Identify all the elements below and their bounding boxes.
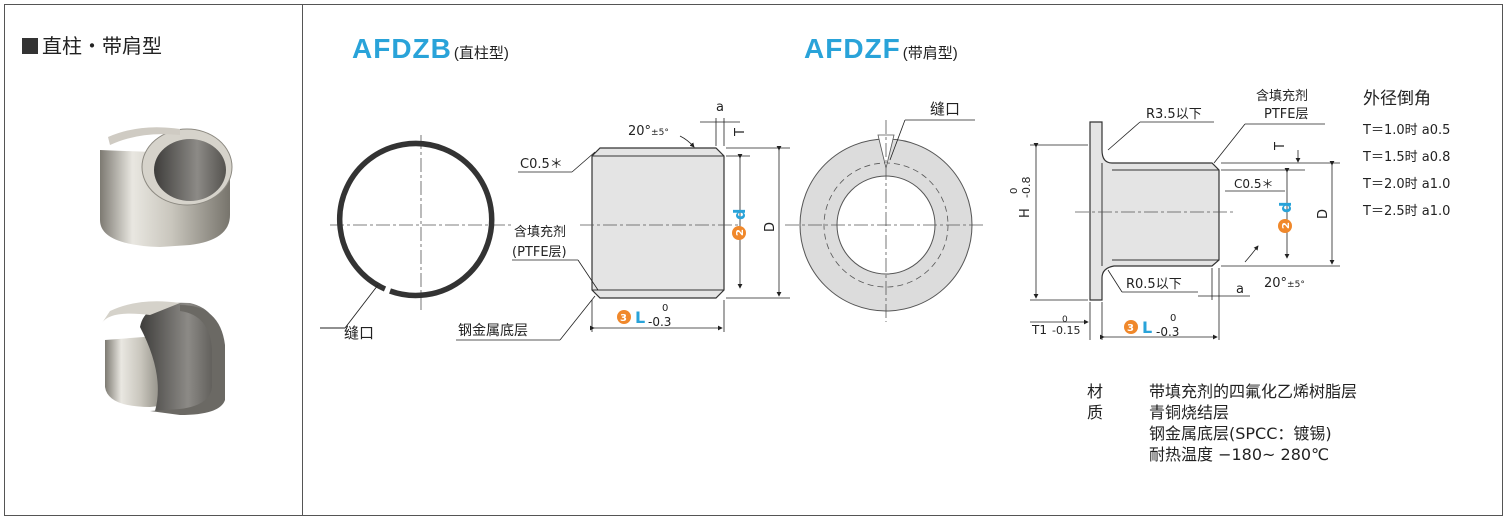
metal-base-label-1: 钢金属底层 [458,323,528,339]
r05-label: R0.5以下 [1126,277,1182,292]
spec-line: 带填充剂的四氟化乙烯树脂层 [1149,382,1358,401]
spec-line: 耐热温度 −180~ 280℃ [1149,445,1330,464]
chamfer-row: T＝2.5时 a1.0 [1363,204,1451,219]
flanged-bushing-image [102,301,225,415]
dim-T1: T1 [1031,323,1047,337]
dim-a-2: a [1236,282,1244,297]
angle-label-1: 20°±5° [628,124,669,139]
num-3-badge-2 [1124,320,1138,334]
flanged-side-view: H 0 -0.8 T1 0 -0.15 3 L 0 -0.3 D 2 d T C… [1009,88,1340,340]
spec-line: 钢金属底层(SPCC：镀锡) [1149,424,1332,443]
num-3-badge-1 [617,310,631,324]
dim-T-1: T [733,128,748,137]
drawing-label: 3 [1127,323,1134,334]
filler-ptfe-label-1: (PTFE层) [512,245,567,260]
r35-label: R3.5以下 [1146,107,1202,122]
filler-label-2: 含填充剂 [1256,88,1308,104]
drawing-label: 3 [620,313,627,324]
num-2-badge-1 [732,226,746,240]
dim-L-2: L [1142,318,1152,337]
dim-T-2: T [1273,142,1288,151]
outer-frame [4,4,1503,516]
chamfer-label-2: C0.5＊ [1234,177,1273,191]
dim-L-1: L [635,308,645,327]
square-bullet-icon [22,38,38,54]
chamfer-table: 外径倒角 T＝1.0时 a0.5 T＝1.5时 a0.8 T＝2.0时 a1.0… [1363,84,1450,227]
model-straight: AFDZB(直柱型) [352,33,509,64]
model-flanged: AFDZF(带肩型) [804,33,958,64]
dim-H: H [1018,208,1033,218]
straight-ring-view: 缝口 [320,135,512,342]
drawing-label: -0.8 [1020,177,1033,198]
drawing-label: -0.15 [1052,324,1080,337]
filler-label-1: 含填充剂 [514,224,566,240]
drawing-label: 20° [628,124,651,139]
slit-label-1: 缝口 [344,324,374,342]
drawing-label: -0.3 [1156,325,1179,339]
slit-label-2: 缝口 [930,100,960,118]
filler-ptfe-label-2: PTFE层 [1264,107,1308,122]
num-2-badge-2 [1278,219,1292,233]
dim-a-1: a [716,100,724,115]
dim-d-1: d [730,209,749,220]
drawing-label: 0 [662,303,668,314]
dim-D-1: D [763,222,778,232]
drawing-label: 2 [1281,222,1292,229]
chamfer-row: T＝1.5时 a0.8 [1363,150,1451,165]
section-title: 直柱・带肩型 [22,30,162,59]
drawing-label: 20° [1264,276,1287,291]
spec-line: 青铜烧结层 [1149,403,1230,422]
drawing-label: 0 [1170,313,1176,324]
drawing-label: 0 [1009,188,1020,194]
drawing-label: 2 [735,229,746,236]
dim-d-2: d [1276,202,1295,213]
flanged-ring-view: 缝口 [785,100,985,322]
product-images [100,127,233,415]
drawing-label: ±5° [651,128,669,138]
drawing-label: ±5° [1287,280,1305,290]
angle-label-2: 20°±5° [1264,276,1305,291]
straight-side-view: D 2 d T a 20°±5° C0.5＊ 含填充剂 (PTFE层) 钢金属底… [456,100,790,341]
straight-bushing-image [100,127,233,247]
drawing-label: -0.3 [648,315,671,329]
chamfer-title: 外径倒角 [1363,89,1431,109]
drawing-label: 0 [1062,315,1068,325]
chamfer-label-1: C0.5＊ [520,157,563,172]
chamfer-row: T＝1.0时 a0.5 [1363,123,1451,138]
column-divider [302,4,303,516]
dim-D-2: D [1316,209,1331,219]
chamfer-row: T＝2.0时 a1.0 [1363,177,1451,192]
spec-label: 材质 [1087,382,1104,422]
